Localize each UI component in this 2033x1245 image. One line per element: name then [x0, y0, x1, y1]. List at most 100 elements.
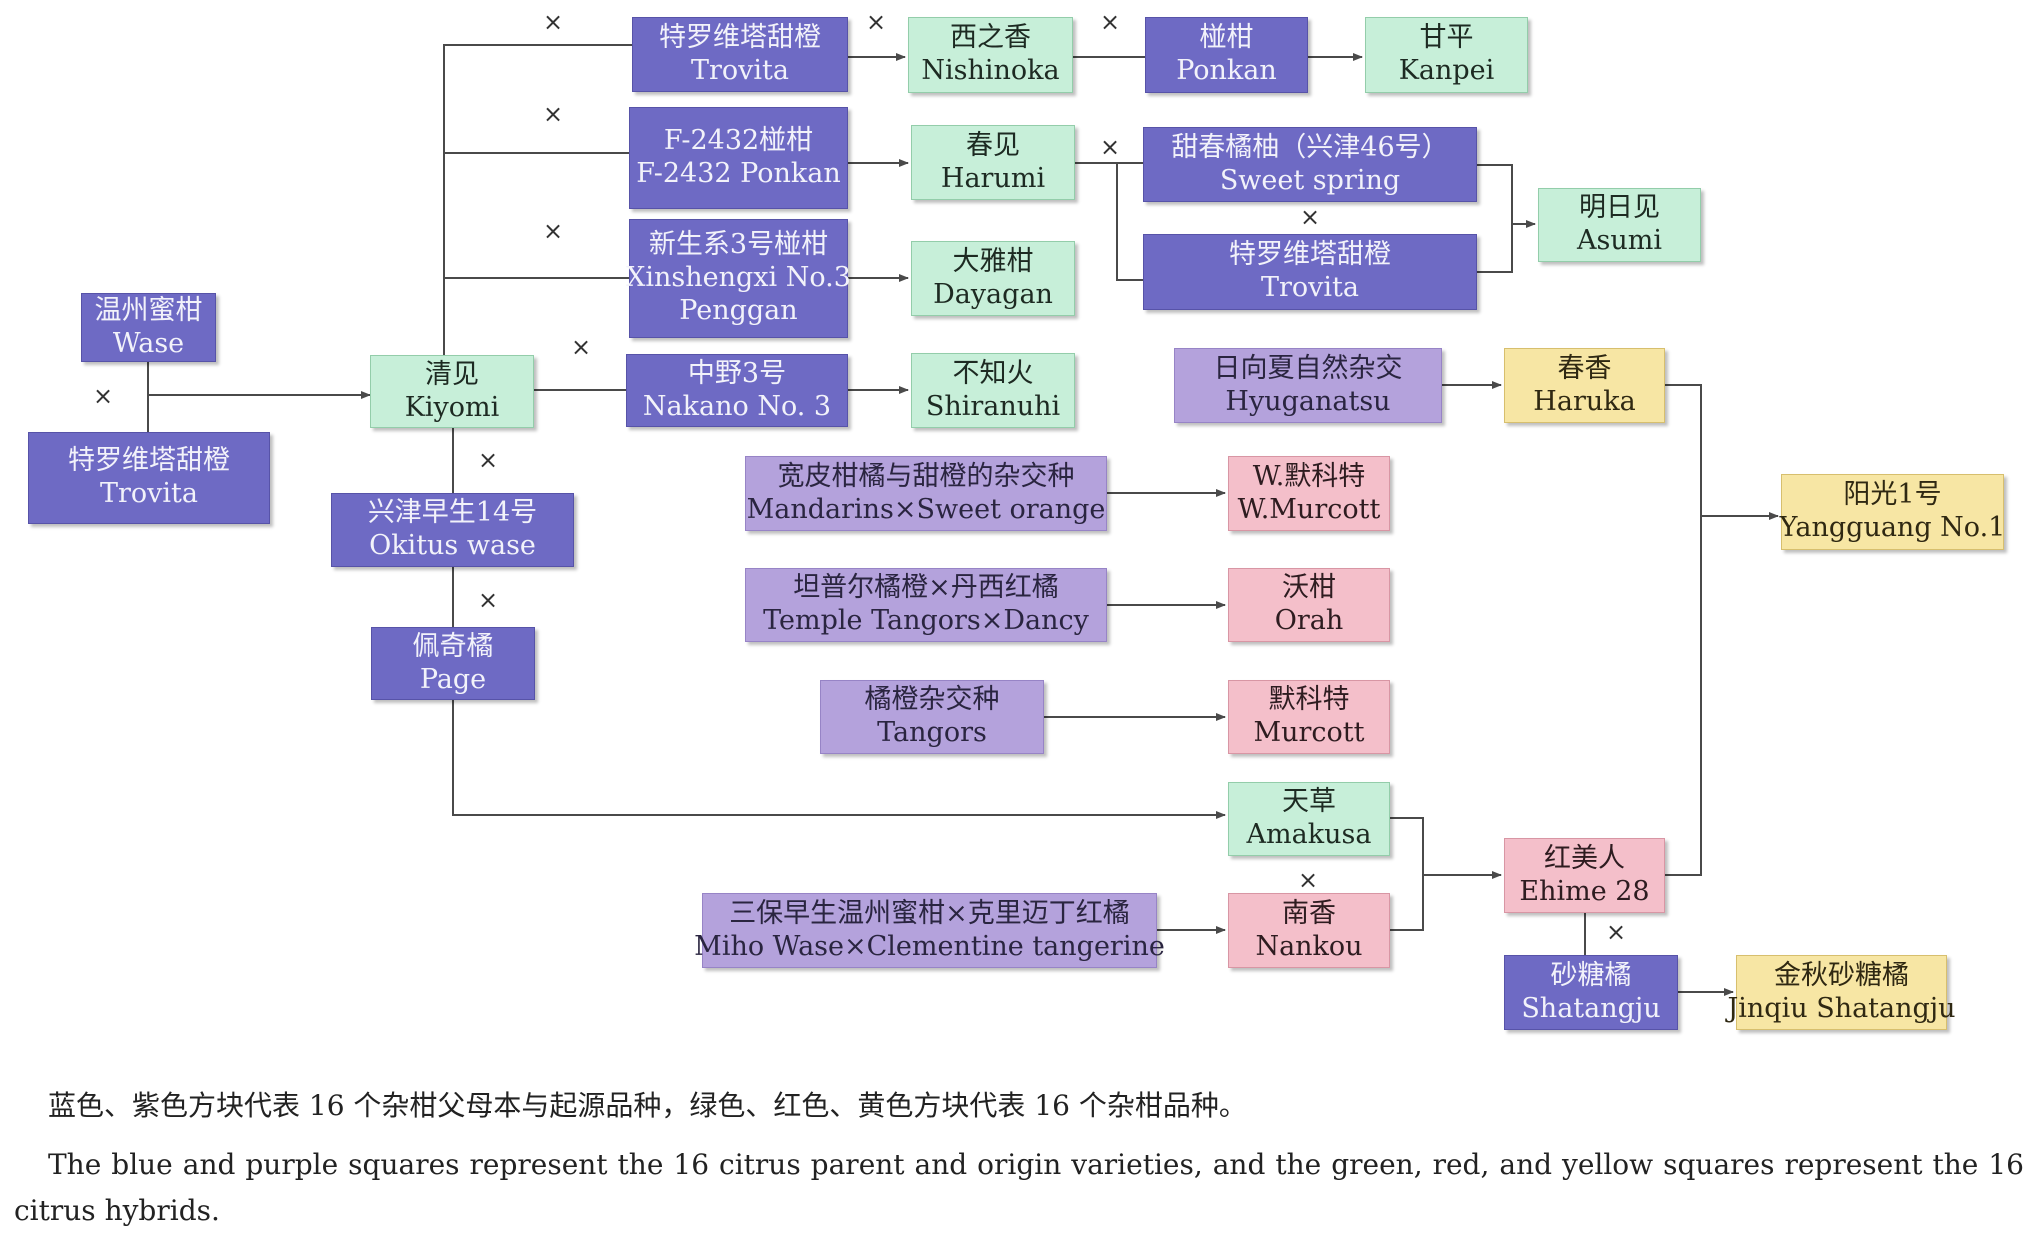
node-label-zh: 不知火: [952, 357, 1034, 389]
node-orah: 沃柑 Orah: [1228, 568, 1390, 642]
node-label-zh: 天草: [1282, 786, 1336, 818]
node-murcott: 默科特 Murcott: [1228, 680, 1390, 754]
node-label-en: Wase: [112, 327, 185, 359]
node-okitus: 兴津早生14号 Okitus wase: [331, 493, 574, 567]
cross-mark: ×: [571, 333, 592, 361]
node-tangors: 橘橙杂交种 Tangors: [820, 680, 1044, 754]
node-mandarins: 宽皮柑橘与甜橙的杂交种 Mandarins×Sweet orange: [745, 456, 1107, 531]
node-label-en: Ehime 28: [1519, 875, 1650, 907]
node-label-en: Penggan: [679, 294, 798, 326]
cross-mark: ×: [866, 8, 887, 36]
node-label-zh: 中野3号: [687, 357, 787, 389]
edge-sweetspring-asumi: [1477, 164, 1513, 273]
node-label-zh: 砂糖橘: [1550, 959, 1632, 991]
node-label-zh: 清见: [425, 358, 479, 390]
node-label-en: Orah: [1274, 605, 1344, 636]
node-label-zh: 西之香: [950, 22, 1031, 54]
node-f2432: F-2432椪柑 F-2432 Ponkan: [629, 107, 848, 209]
node-label-en: W.Murcott: [1237, 493, 1381, 525]
cross-mark: ×: [543, 100, 564, 128]
node-label-en: Shatangju: [1521, 992, 1661, 1024]
node-label-zh: 春香: [1557, 352, 1612, 384]
node-label-en: Ponkan: [1176, 55, 1277, 86]
edge-amakusa-nankou: [1390, 817, 1424, 931]
node-label-en: Kanpei: [1398, 55, 1495, 86]
node-haruka: 春香 Haruka: [1504, 348, 1665, 423]
node-label-en: Sweet spring: [1219, 164, 1401, 196]
node-label-en: Dayagan: [933, 278, 1053, 310]
node-sweetspring: 甜春橘柚（兴津46号） Sweet spring: [1143, 127, 1477, 202]
node-label-zh: 金秋砂糖橘: [1774, 959, 1909, 991]
node-trovita-top: 特罗维塔甜橙 Trovita: [632, 17, 848, 92]
node-label-zh: 宽皮柑橘与甜橙的杂交种: [777, 460, 1075, 492]
node-miho: 三保早生温州蜜柑×克里迈丁红橘 Miho Wase×Clementine tan…: [694, 893, 1165, 968]
edge-kiyomi-trunk: [443, 44, 632, 355]
node-label-en: Trovita: [690, 54, 789, 86]
edge-haruka-ehime: [1665, 384, 1702, 876]
node-asumi: 明日见 Asumi: [1538, 188, 1701, 262]
node-kanpei: 甘平 Kanpei: [1365, 17, 1528, 93]
node-label-en: Shiranuhi: [925, 390, 1061, 422]
node-label-zh: 春见: [966, 129, 1020, 161]
node-label-zh: 大雅柑: [952, 245, 1034, 277]
node-label-en: Yangguang No.1: [1779, 512, 2006, 543]
node-label-en: Nakano No. 3: [642, 390, 832, 422]
node-label-zh: 温州蜜柑: [94, 294, 203, 326]
cross-mark: ×: [1606, 918, 1627, 946]
node-nakano: 中野3号 Nakano No. 3: [626, 354, 848, 427]
node-nankou: 南香 Nankou: [1228, 893, 1390, 968]
node-trovita-left: 特罗维塔甜橙 Trovita: [28, 432, 270, 524]
node-label-zh: W.默科特: [1252, 460, 1366, 492]
node-temple: 坦普尔橘橙×丹西红橘 Temple Tangors×Dancy: [745, 568, 1107, 642]
cross-mark: ×: [478, 446, 499, 474]
node-label-zh: 甜春橘柚（兴津46号）: [1171, 131, 1449, 163]
node-ponkan: 椪柑 Ponkan: [1145, 17, 1308, 93]
node-label-zh: 明日见: [1579, 192, 1660, 224]
node-label-en: Temple Tangors×Dancy: [763, 605, 1089, 636]
node-label-en: Okitus wase: [369, 530, 536, 561]
node-amakusa: 天草 Amakusa: [1228, 782, 1390, 856]
node-kiyomi: 清见 Kiyomi: [370, 355, 534, 428]
citrus-pedigree-diagram: × × × × × × × × × × × × × 温州蜜柑 Wase 特罗维塔…: [28, 8, 2006, 1030]
figure-caption-zh: 蓝色、紫色方块代表 16 个杂柑父母本与起源品种，绿色、红色、黄色方块代表 16…: [48, 1089, 1247, 1122]
node-harumi: 春见 Harumi: [911, 125, 1075, 200]
node-label-en: Trovita: [1260, 272, 1359, 303]
node-dayagan: 大雅柑 Dayagan: [911, 241, 1075, 316]
node-label-zh: 特罗维塔甜橙: [1229, 239, 1391, 271]
node-label-en: Tangors: [877, 717, 987, 748]
node-label-zh: 默科特: [1268, 684, 1350, 716]
node-label-en: Nishinoka: [921, 55, 1060, 86]
node-label-en: Hyuganatsu: [1225, 385, 1391, 417]
node-label-zh: 红美人: [1544, 842, 1625, 874]
cross-mark: ×: [1100, 133, 1121, 161]
cross-mark: ×: [93, 382, 114, 410]
node-yangguang: 阳光1号 Yangguang No.1: [1779, 474, 2006, 550]
node-label-en: Mandarins×Sweet orange: [746, 493, 1106, 525]
node-label-zh: 特罗维塔甜橙: [68, 445, 230, 477]
node-label-zh: 沃柑: [1282, 572, 1336, 604]
node-label-en: Amakusa: [1246, 819, 1372, 850]
connector-lines: [147, 44, 1779, 996]
node-label-zh: 日向夏自然杂交: [1213, 352, 1403, 384]
node-wmurcott: W.默科特 W.Murcott: [1228, 456, 1390, 531]
node-label-en: F-2432 Ponkan: [636, 158, 841, 189]
cross-mark: ×: [1300, 203, 1321, 231]
node-label-zh: 南香: [1282, 897, 1336, 929]
figure-caption-en: The blue and purple squares represent th…: [14, 1148, 2024, 1228]
node-label-en: Haruka: [1533, 385, 1636, 417]
edge-harumi-trovita: [1116, 163, 1143, 281]
node-wase: 温州蜜柑 Wase: [81, 293, 216, 362]
node-label-zh: 特罗维塔甜橙: [659, 21, 821, 53]
node-label-zh: 阳光1号: [1843, 479, 1942, 511]
node-nishinoka: 西之香 Nishinoka: [908, 17, 1073, 93]
node-label-zh: 兴津早生14号: [367, 497, 538, 529]
node-jinqiu: 金秋砂糖橘 Jinqiu Shatangju: [1727, 955, 1956, 1030]
node-label-zh: 新生系3号椪柑: [648, 229, 829, 261]
node-label-en: Trovita: [99, 478, 198, 509]
node-shiranuhi: 不知火 Shiranuhi: [911, 353, 1075, 428]
node-label-en: Miho Wase×Clementine tangerine: [694, 930, 1165, 962]
cross-mark: ×: [1100, 8, 1121, 36]
node-label-zh: 三保早生温州蜜柑×克里迈丁红橘: [729, 897, 1130, 929]
node-label-zh: 坦普尔橘橙×丹西红橘: [793, 572, 1059, 604]
node-label-en: Xinshengxi No.3: [626, 262, 851, 294]
